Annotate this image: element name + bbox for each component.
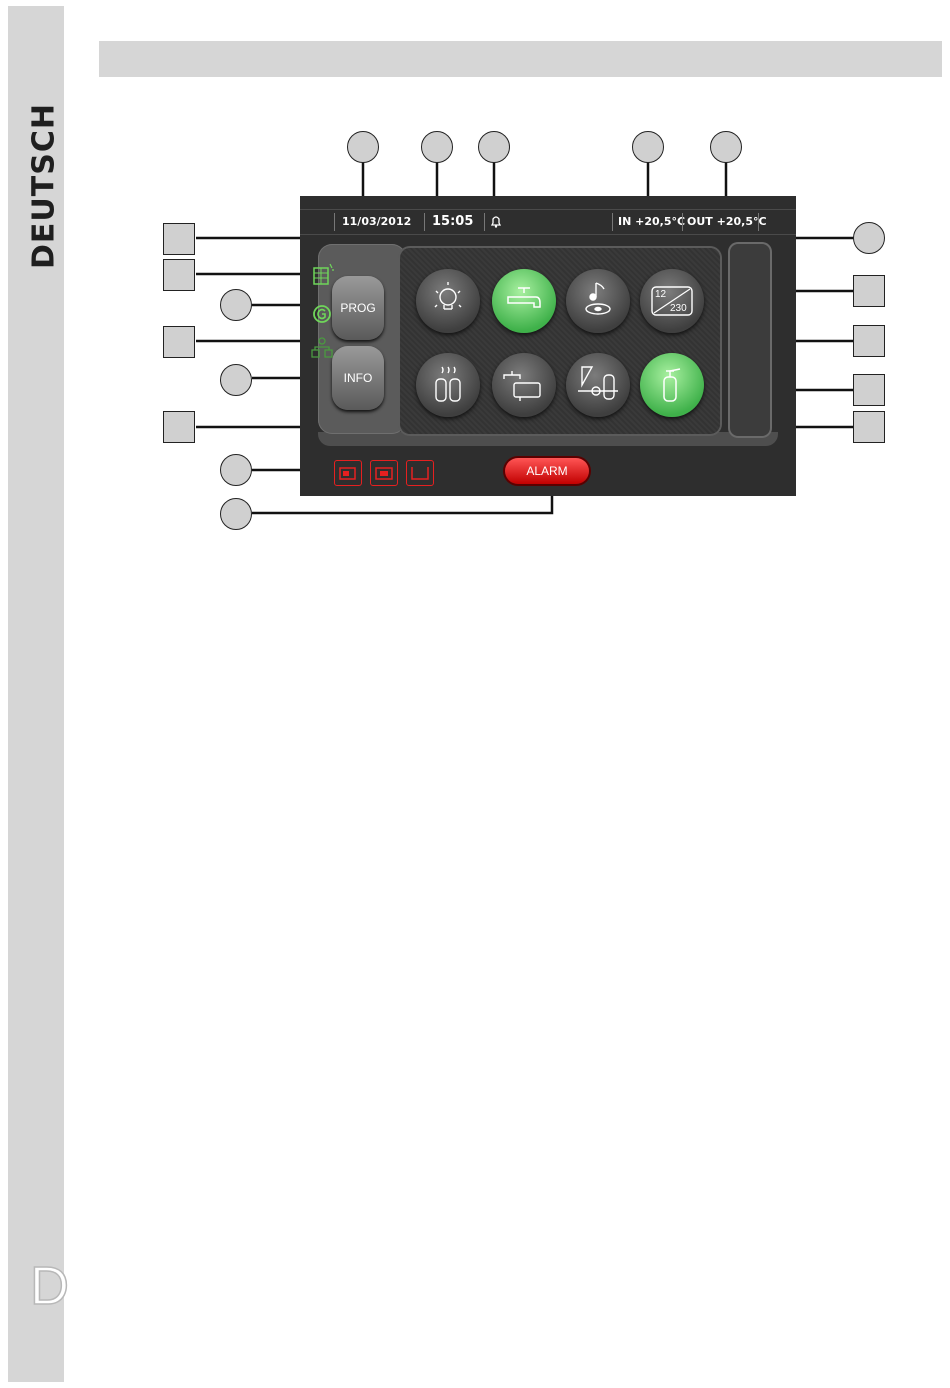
info-button[interactable]: INFO [332, 346, 384, 410]
tray-icon [407, 461, 433, 485]
gas-heating-button[interactable] [416, 353, 480, 417]
callout-marker [710, 131, 742, 163]
status-icon-1[interactable] [334, 460, 362, 486]
audio-button[interactable] [566, 269, 630, 333]
prog-button[interactable]: PROG [332, 276, 384, 340]
temperature-inside: IN +20,5°C [618, 210, 685, 234]
svg-text:12: 12 [655, 289, 667, 300]
time-display: 15:05 [432, 210, 473, 234]
callout-marker [220, 498, 252, 530]
callout-marker [347, 131, 379, 163]
gas-valve-button[interactable] [566, 353, 630, 417]
voltage-button[interactable]: 12 230 [640, 269, 704, 333]
callout-marker [853, 275, 885, 307]
callout-marker [421, 131, 453, 163]
voltage-converter-icon: 12 230 [640, 269, 704, 333]
callout-marker [853, 325, 885, 357]
callout-marker [163, 411, 195, 443]
water-tank-button[interactable] [492, 353, 556, 417]
status-bar: 11/03/2012 15:05 IN +20,5°C OUT +20,5°C [300, 209, 796, 235]
right-panel [728, 242, 772, 438]
bell-icon [488, 213, 504, 229]
battery-icon [310, 262, 334, 286]
alarm-button[interactable]: ALARM [505, 458, 589, 484]
date-display: 11/03/2012 [342, 210, 411, 234]
display-icon [335, 461, 361, 485]
gas-bottles-icon [416, 353, 480, 417]
temperature-outside: OUT +20,5°C [687, 210, 767, 234]
callout-marker [163, 259, 195, 291]
music-note-icon [566, 269, 630, 333]
tv-icon [371, 461, 397, 485]
callout-marker [220, 364, 252, 396]
network-icon [310, 336, 334, 360]
fire-extinguisher-icon [640, 353, 704, 417]
light-button[interactable] [416, 269, 480, 333]
generator-icon [310, 302, 334, 326]
status-icon-2[interactable] [370, 460, 398, 486]
callout-marker [853, 374, 885, 406]
control-panel-display: 11/03/2012 15:05 IN +20,5°C OUT +20,5°C … [300, 196, 796, 496]
light-bulb-icon [416, 269, 480, 333]
water-button[interactable] [492, 269, 556, 333]
callout-marker [163, 223, 195, 255]
callout-marker [220, 454, 252, 486]
fire-extinguisher-button[interactable] [640, 353, 704, 417]
svg-text:230: 230 [670, 303, 687, 314]
water-tank-icon [492, 353, 556, 417]
gas-valve-icon [566, 353, 630, 417]
callout-marker [163, 326, 195, 358]
callout-marker [853, 222, 885, 254]
callout-marker [632, 131, 664, 163]
water-tap-icon [492, 269, 556, 333]
callout-marker [220, 289, 252, 321]
panel-shadow [318, 432, 778, 446]
callout-marker [853, 411, 885, 443]
status-icon-3[interactable] [406, 460, 434, 486]
callout-marker [478, 131, 510, 163]
